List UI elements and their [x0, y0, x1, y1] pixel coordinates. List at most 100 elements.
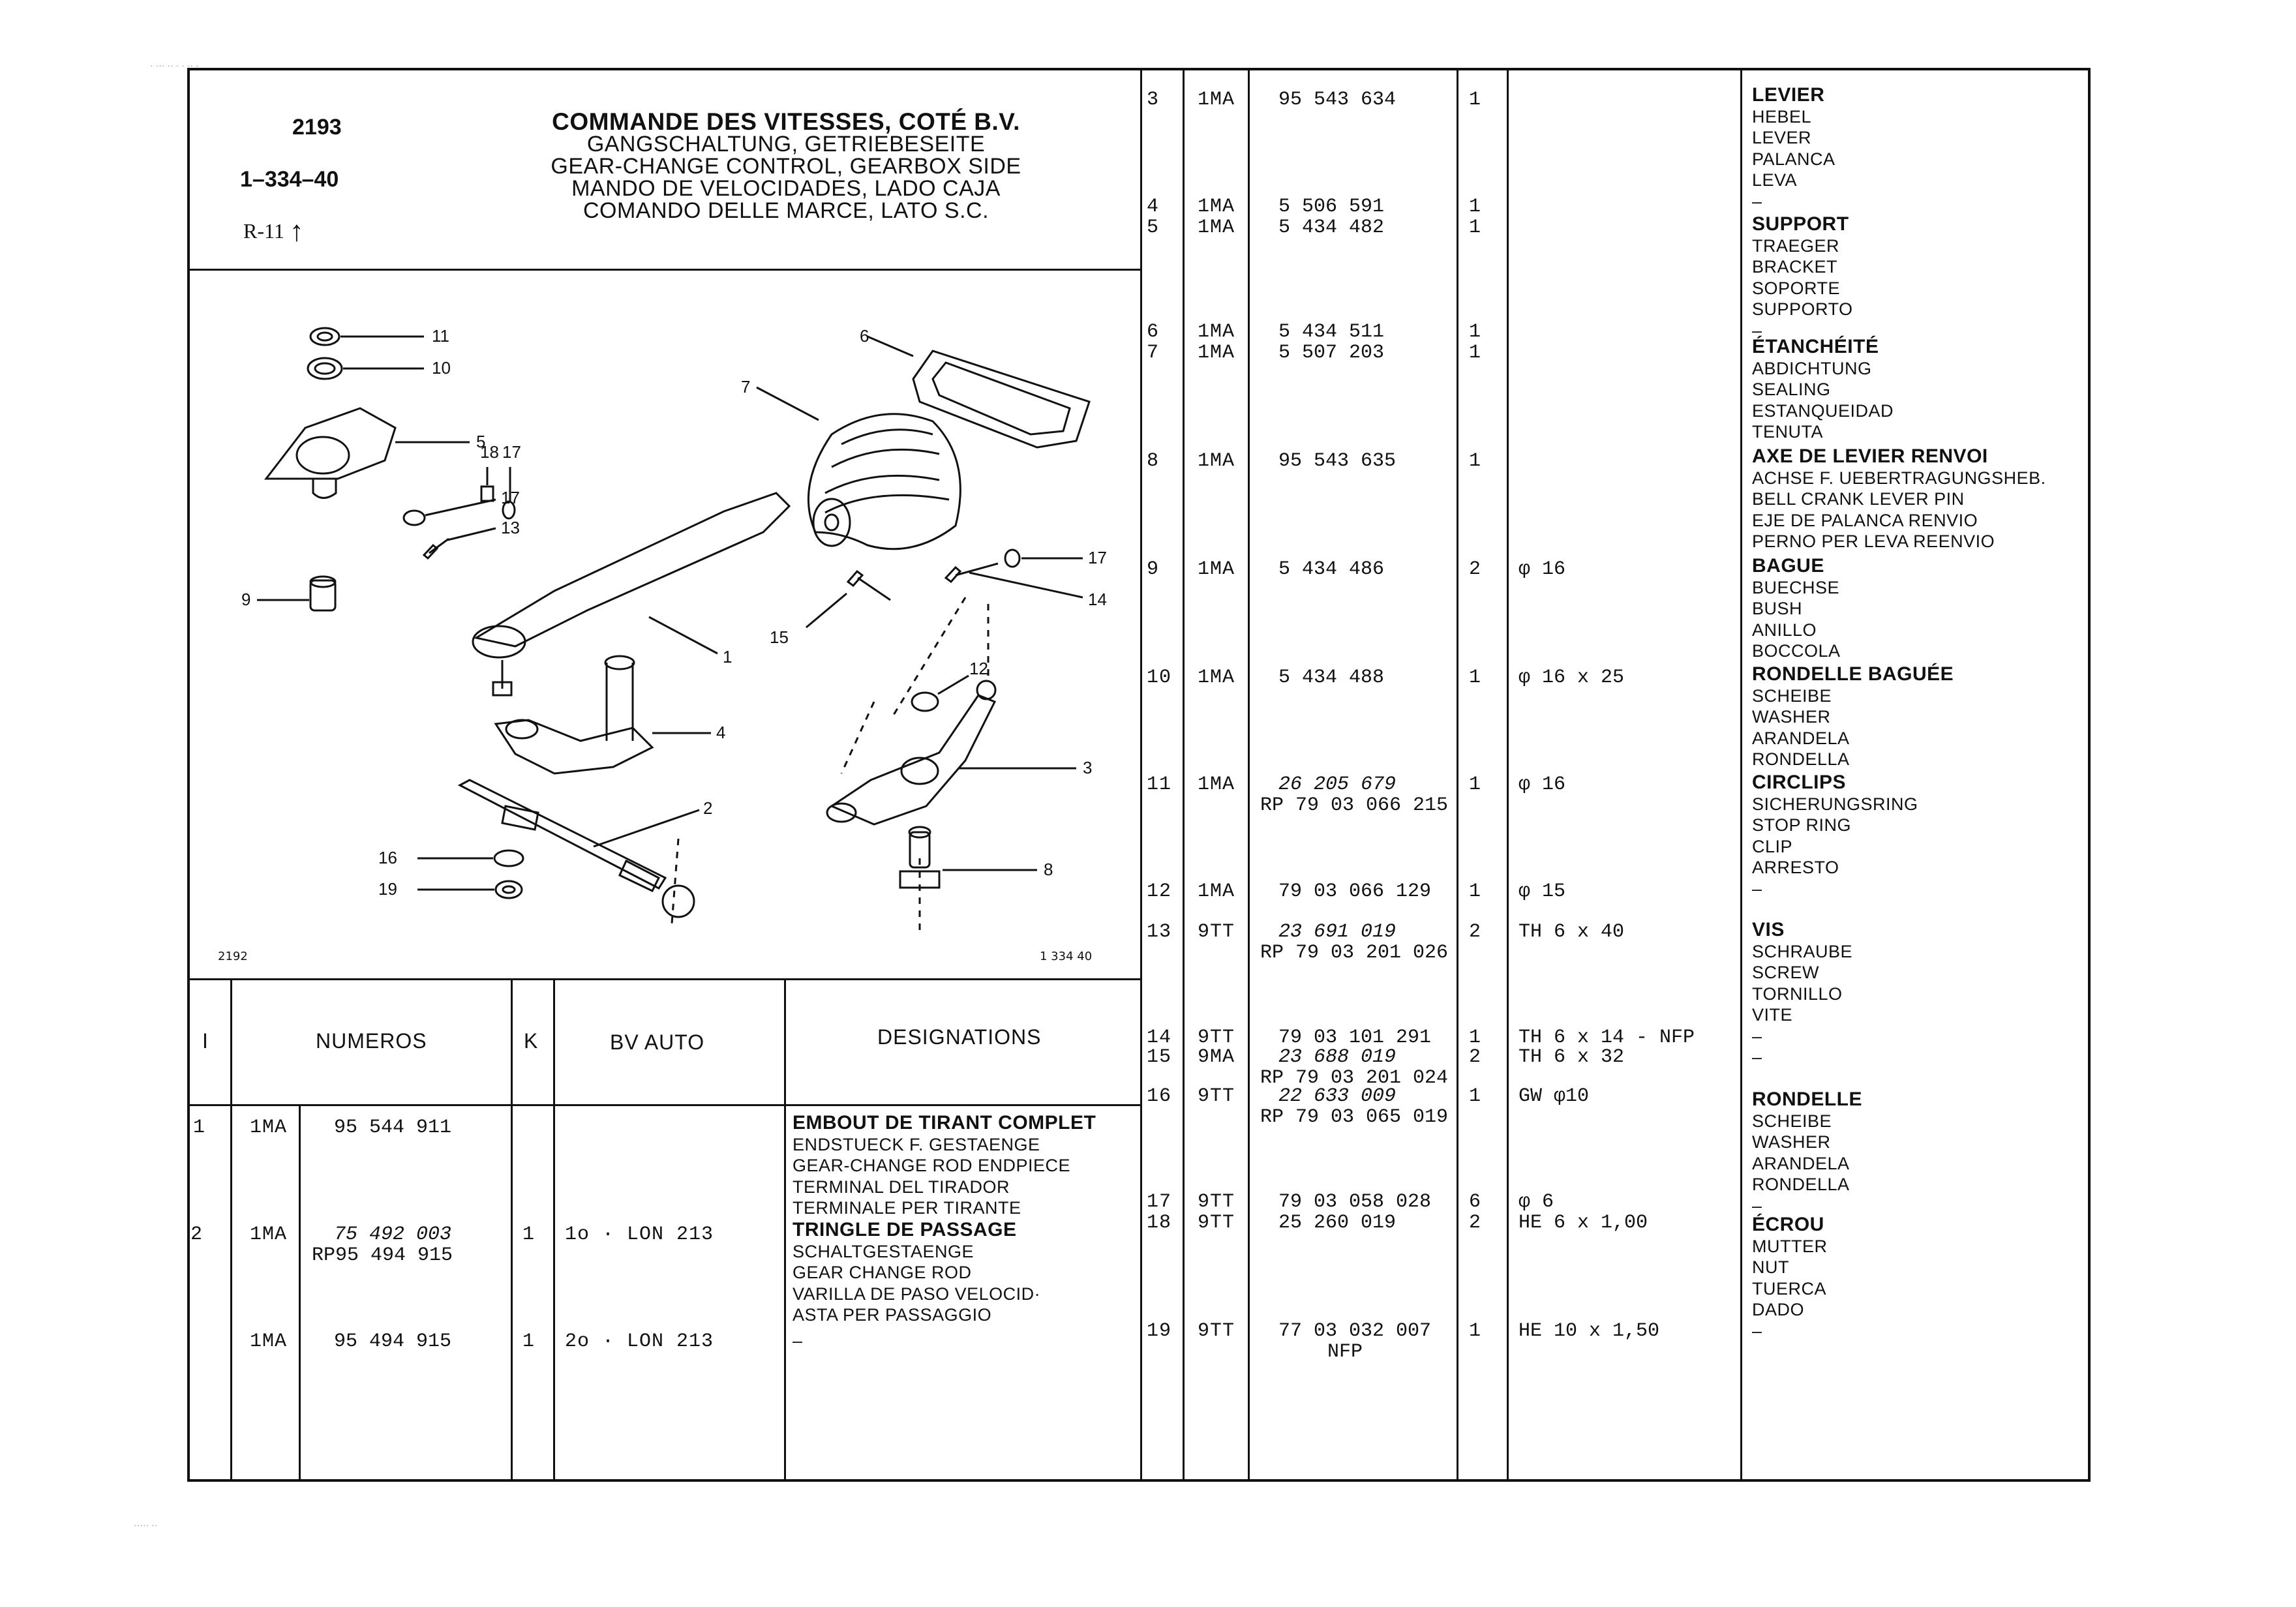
col-header-numbers: NUMEROS: [316, 1029, 427, 1053]
right-row-number: 5 434 488: [1278, 667, 1385, 689]
designation-group-title: CIRCLIPS: [1752, 772, 1847, 793]
scan-artifact: · ··· ·· · · ·· ·: [150, 60, 199, 70]
col-header-designations: DESIGNATIONS: [877, 1025, 1042, 1049]
right-row-item: 18: [1147, 1212, 1172, 1234]
right-row-number: 5 434 482: [1278, 217, 1385, 239]
col-header-bv-auto: BV AUTO: [610, 1030, 705, 1054]
designation-group-line: BUSH: [1752, 599, 1803, 618]
designation-line: TERMINAL DEL TIRADOR: [793, 1177, 1010, 1197]
designation-line: VARILLA DE PASO VELOCID·: [793, 1284, 1041, 1304]
designation-group-title: RONDELLE: [1752, 1089, 1862, 1110]
designation-group-line: ARANDELA: [1752, 728, 1850, 748]
right-row-qty: 1: [1469, 1027, 1482, 1049]
callout-8: 8: [1044, 860, 1053, 879]
col-line: [553, 978, 555, 1482]
right-row-qty: 1: [1469, 773, 1482, 796]
designation-title: EMBOUT DE TIRANT COMPLET: [793, 1112, 1096, 1134]
designation-group-line: SICHERUNGSRING: [1752, 794, 1918, 814]
designation-group-line: –: [1752, 1047, 1762, 1067]
callout-4: 4: [716, 723, 726, 742]
title-de: GANGSCHALTUNG, GETRIEBESEITE: [586, 132, 986, 157]
designation-group-line: BUECHSE: [1752, 577, 1840, 597]
designation-group-line: TUERCA: [1752, 1278, 1827, 1299]
designation-group-line: BRACKET: [1752, 257, 1838, 277]
designation-group-line: TRAEGER: [1752, 235, 1840, 256]
model-code: R-11: [243, 219, 284, 243]
right-row-number: 5 434 511: [1278, 321, 1385, 343]
right-row-spec: HE 6 x 1,00: [1518, 1212, 1648, 1234]
right-row-prefix: 9TT: [1198, 921, 1235, 943]
designation-group-line: DADO: [1752, 1300, 1805, 1319]
col-line: [1740, 68, 1742, 1482]
designation-group-line: RONDELLA: [1752, 749, 1850, 769]
designation-group-line: –: [1752, 1321, 1762, 1341]
right-row-item: 16: [1147, 1085, 1172, 1107]
designation-group-line: BELL CRANK LEVER PIN: [1752, 489, 1965, 509]
designation-group-title: LEVIER: [1752, 84, 1825, 106]
title-fr: COMMANDE DES VITESSES, COTÉ B.V.: [552, 108, 1020, 135]
row-1-number: 95 544 911: [334, 1117, 452, 1139]
model-label: R-11 ↑: [243, 212, 304, 247]
right-row-spec: HE 10 x 1,50: [1518, 1320, 1660, 1342]
designation-group-line: ESTANQUEIDAD: [1752, 400, 1894, 421]
right-row-spec: TH 6 x 32: [1518, 1046, 1625, 1068]
col-line: [784, 978, 786, 1482]
right-row-prefix: 9MA: [1198, 1046, 1235, 1068]
row-3-bv-auto: 2o · LON 213: [565, 1330, 714, 1353]
arrow-up-icon: ↑: [289, 215, 304, 247]
col-line: [230, 978, 232, 1482]
right-row-qty: 2: [1469, 1212, 1482, 1234]
row-2-number: 75 492 003: [334, 1224, 452, 1246]
designation-group-line: ARANDELA: [1752, 1153, 1850, 1173]
right-row-item: 14: [1147, 1027, 1172, 1049]
callout-6: 6: [860, 326, 869, 346]
designation-group-line: EJE DE PALANCA RENVIO: [1752, 510, 1978, 530]
right-row-item: 4: [1147, 196, 1160, 218]
callout-18: 18: [480, 442, 499, 462]
col-line: [1183, 68, 1185, 1482]
callout-2: 2: [703, 798, 713, 818]
col-line: [1507, 68, 1509, 1482]
right-row-item: 19: [1147, 1320, 1172, 1342]
table-header-divider: [187, 1104, 1140, 1106]
right-row-item: 13: [1147, 921, 1172, 943]
scan-artifact: ····· ··: [134, 1520, 158, 1530]
right-row-replacement-number: RP 79 03 201 026: [1260, 942, 1449, 964]
callout-13: 13: [501, 518, 520, 537]
right-row-replacement-number: RP 79 03 066 215: [1260, 794, 1449, 817]
right-row-prefix: 9TT: [1198, 1027, 1235, 1049]
callout-11: 11: [432, 326, 449, 346]
designation-group-line: SEALING: [1752, 380, 1831, 399]
right-row-qty: 6: [1469, 1191, 1482, 1213]
designation-group-title: AXE DE LEVIER RENVOI: [1752, 445, 1988, 467]
callout-3: 3: [1083, 758, 1093, 777]
designation-group-line: –: [1752, 1026, 1762, 1046]
col-line: [511, 978, 513, 1482]
designation-group-line: ACHSE F. UEBERTRAGUNGSHEB.: [1752, 468, 2046, 488]
designation-group-line: WASHER: [1752, 707, 1831, 727]
right-row-prefix: 1MA: [1198, 217, 1235, 239]
callout-12: 12: [969, 659, 988, 678]
right-row-qty: 2: [1469, 921, 1482, 943]
diagram-note-left: 2192: [218, 950, 248, 963]
right-row-prefix: 1MA: [1198, 342, 1235, 364]
designation-line: GEAR CHANGE ROD: [793, 1263, 972, 1282]
right-row-replacement-number: RP 79 03 065 019: [1260, 1106, 1449, 1128]
right-row-qty: 1: [1469, 89, 1482, 111]
callout-10: 10: [432, 358, 451, 378]
callout-7: 7: [741, 377, 751, 397]
section-code: 2193: [292, 115, 342, 140]
callout-19: 19: [378, 879, 397, 899]
right-row-qty: 1: [1469, 450, 1482, 472]
designation-group-line: CLIP: [1752, 836, 1793, 856]
right-row-replacement-number: NFP: [1327, 1341, 1363, 1363]
callout-15: 15: [770, 627, 789, 647]
designation-group-line: ABDICHTUNG: [1752, 358, 1872, 378]
designation-group-title: ÉCROU: [1752, 1214, 1824, 1235]
